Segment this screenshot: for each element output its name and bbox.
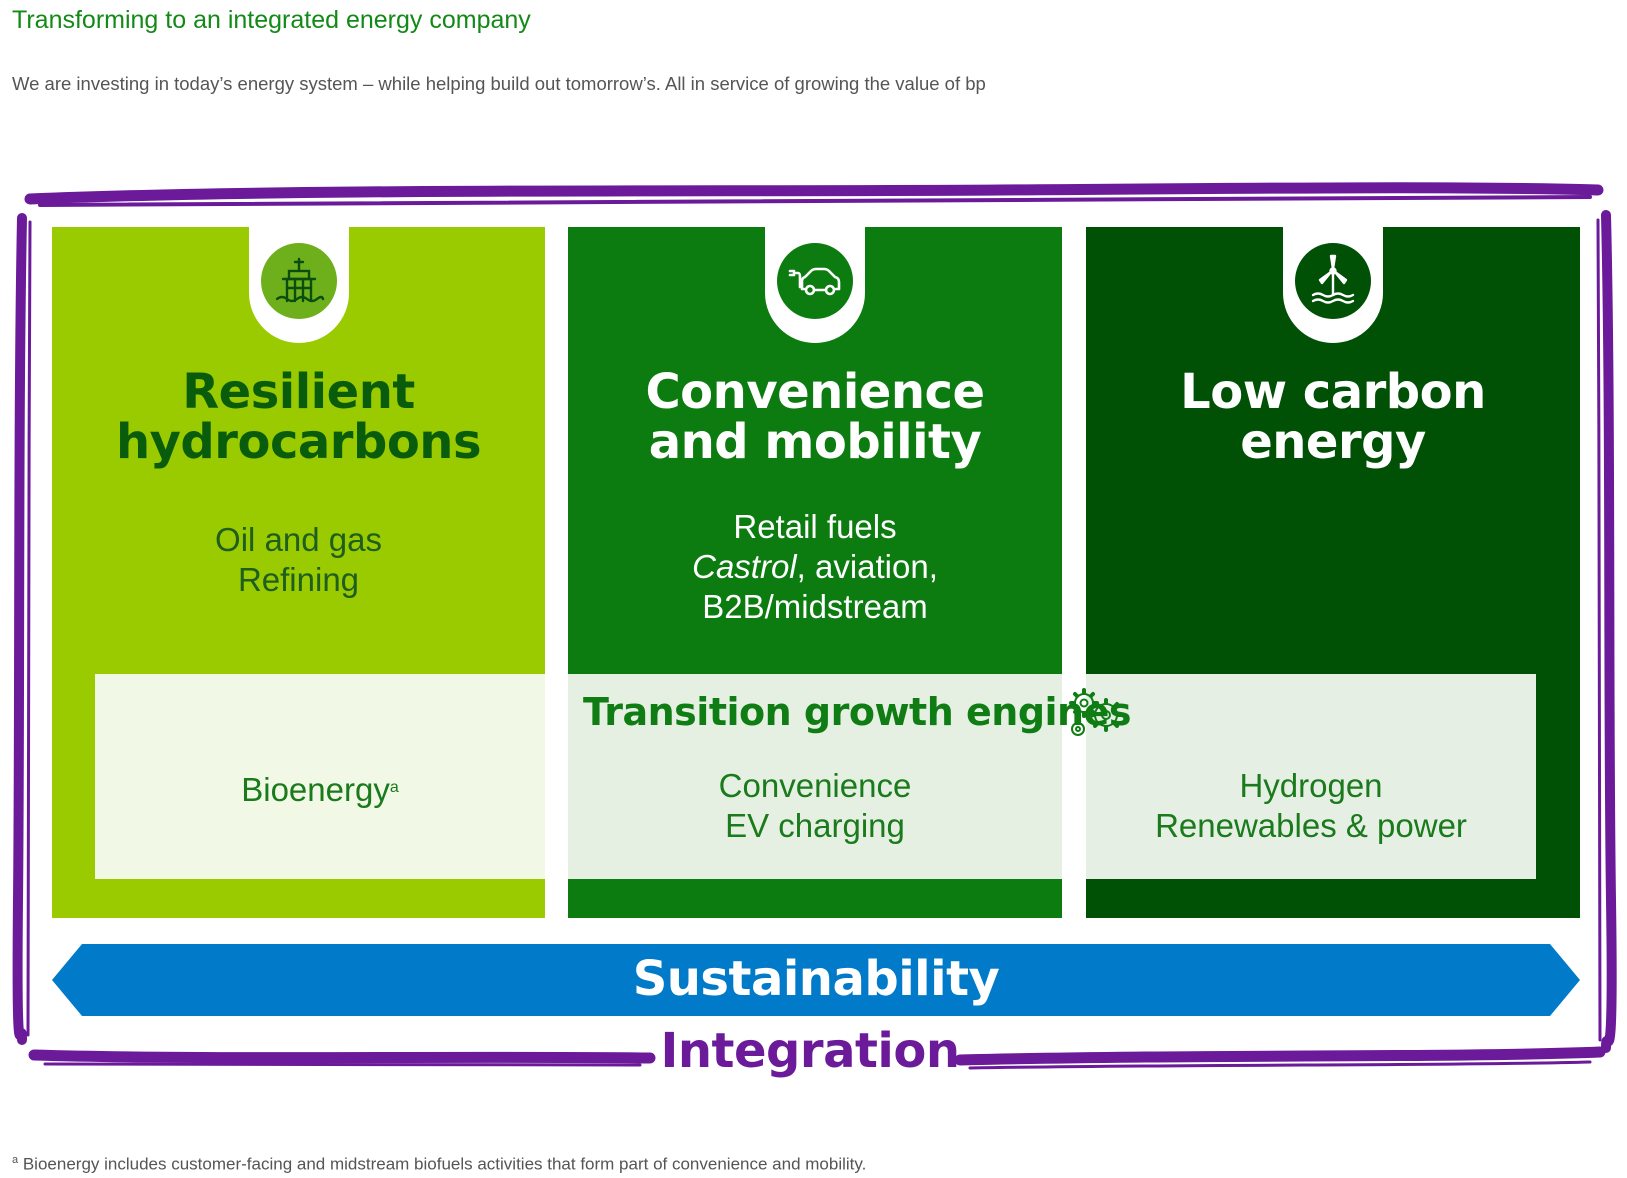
engine-panel-convenience: Convenience EV charging xyxy=(568,674,1062,879)
integration-label: Integration xyxy=(660,1023,961,1079)
offshore-platform-icon xyxy=(260,243,337,319)
sustainability-label: Sustainability xyxy=(632,951,1000,1007)
page-title: Transforming to an integrated energy com… xyxy=(12,6,531,34)
icon-tab xyxy=(1283,225,1383,343)
icon-tab xyxy=(765,225,865,343)
gears-icon xyxy=(1069,688,1123,736)
electric-car-icon xyxy=(777,243,853,319)
column-body: Oil and gas Refining xyxy=(215,521,382,598)
engine-panel-text: Hydrogen Renewables & power xyxy=(1155,767,1467,844)
sustainability-arrow xyxy=(52,944,1580,1016)
footnote-marker: a xyxy=(12,1154,19,1166)
engine-panel-text: Convenience EV charging xyxy=(718,767,912,844)
footnote: a Bioenergy includes customer-facing and… xyxy=(12,1154,867,1174)
wind-turbine-icon xyxy=(1295,243,1371,319)
engine-panel-hydrogen: Hydrogen Renewables & power xyxy=(1086,674,1536,879)
engine-panel-text: Bioenergya xyxy=(241,771,399,808)
page-subtitle: We are investing in today’s energy syste… xyxy=(12,73,986,94)
column-body: Retail fuels Castrol, aviation, B2B/mids… xyxy=(692,508,938,625)
column-heading: Low carbon energy xyxy=(1180,364,1486,470)
transition-growth-engines-title: Transition growth engines xyxy=(583,690,1132,734)
icon-tab xyxy=(248,225,349,343)
column-heading: Resilient hydrocarbons xyxy=(115,364,482,470)
footnote-marker: a xyxy=(389,779,399,796)
column-heading: Convenience and mobility xyxy=(645,364,985,470)
engine-panel-bioenergy: Bioenergya xyxy=(95,674,545,879)
